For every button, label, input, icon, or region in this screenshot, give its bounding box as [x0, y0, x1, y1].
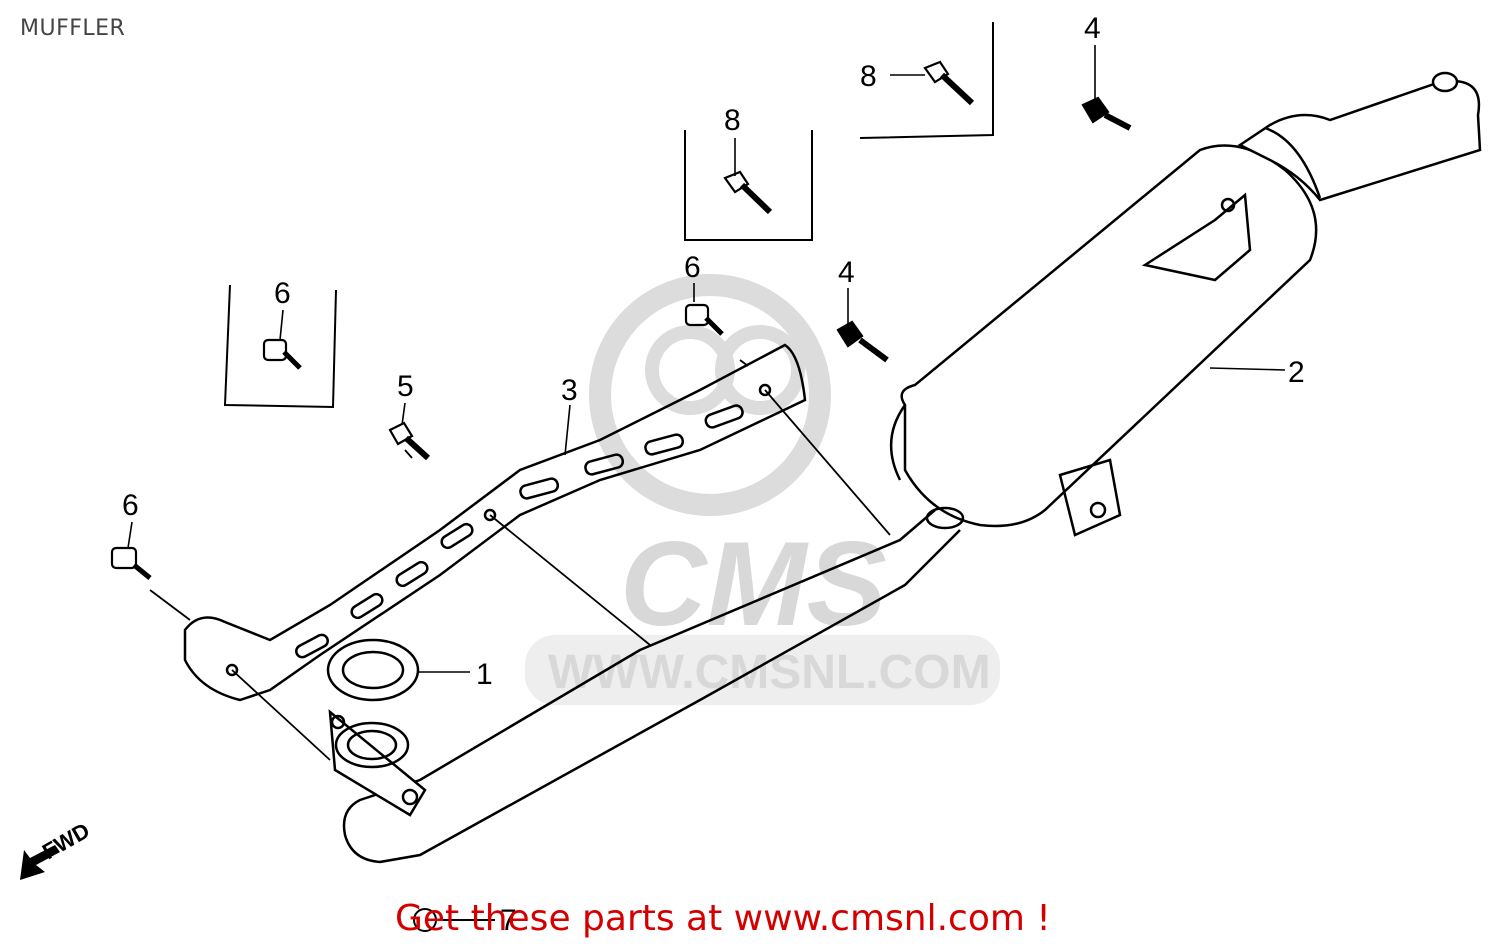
watermark-logo: CMS — [620, 517, 887, 651]
callout-5: 5 — [397, 370, 414, 403]
get-parts-link[interactable]: Get these parts at www.cmsnl.com ! — [395, 898, 1051, 939]
callout-8-lower: 8 — [724, 104, 741, 137]
nut-6-left — [110, 546, 152, 580]
fwd-direction-indicator: FWD — [20, 818, 94, 880]
callout-7: 7 — [500, 904, 517, 937]
callout-6-left: 6 — [122, 489, 139, 522]
fasteners — [110, 60, 1132, 580]
callout-6-box: 6 — [274, 277, 291, 310]
fwd-label: FWD — [38, 818, 94, 865]
bolt-4-middle — [836, 320, 889, 363]
nut-6-box — [262, 338, 302, 370]
callout-3: 3 — [561, 374, 578, 407]
nut-6-middle — [684, 303, 724, 336]
bolt-4-top — [1081, 96, 1132, 131]
callout-labels: 1 2 3 4 4 5 6 6 6 7 8 8 — [122, 12, 1305, 937]
gasket-part — [326, 638, 420, 702]
muffler-part — [889, 71, 1482, 537]
watermark-url: WWW.CMSNL.COM — [548, 646, 991, 699]
bolt-8-upper — [923, 60, 975, 106]
page-title: MUFFLER — [20, 16, 126, 41]
exhaust-pipe-part — [328, 506, 965, 864]
assembly-guide-lines — [149, 359, 891, 761]
part-7-indicator — [413, 908, 495, 932]
callout-4-middle: 4 — [838, 256, 855, 289]
watermark: CMS WWW.CMSNL.COM — [525, 274, 1000, 705]
callout-1: 1 — [476, 658, 493, 691]
callout-6-middle: 6 — [684, 251, 701, 284]
bracket-boxes — [223, 22, 994, 409]
callout-4-top: 4 — [1084, 12, 1101, 45]
callout-2: 2 — [1288, 356, 1305, 389]
heat-protector-part — [183, 343, 807, 702]
leader-lines — [127, 45, 1286, 673]
bolt-8-lower — [723, 170, 773, 215]
bolt-5 — [388, 421, 431, 461]
callout-8-upper: 8 — [860, 60, 877, 93]
